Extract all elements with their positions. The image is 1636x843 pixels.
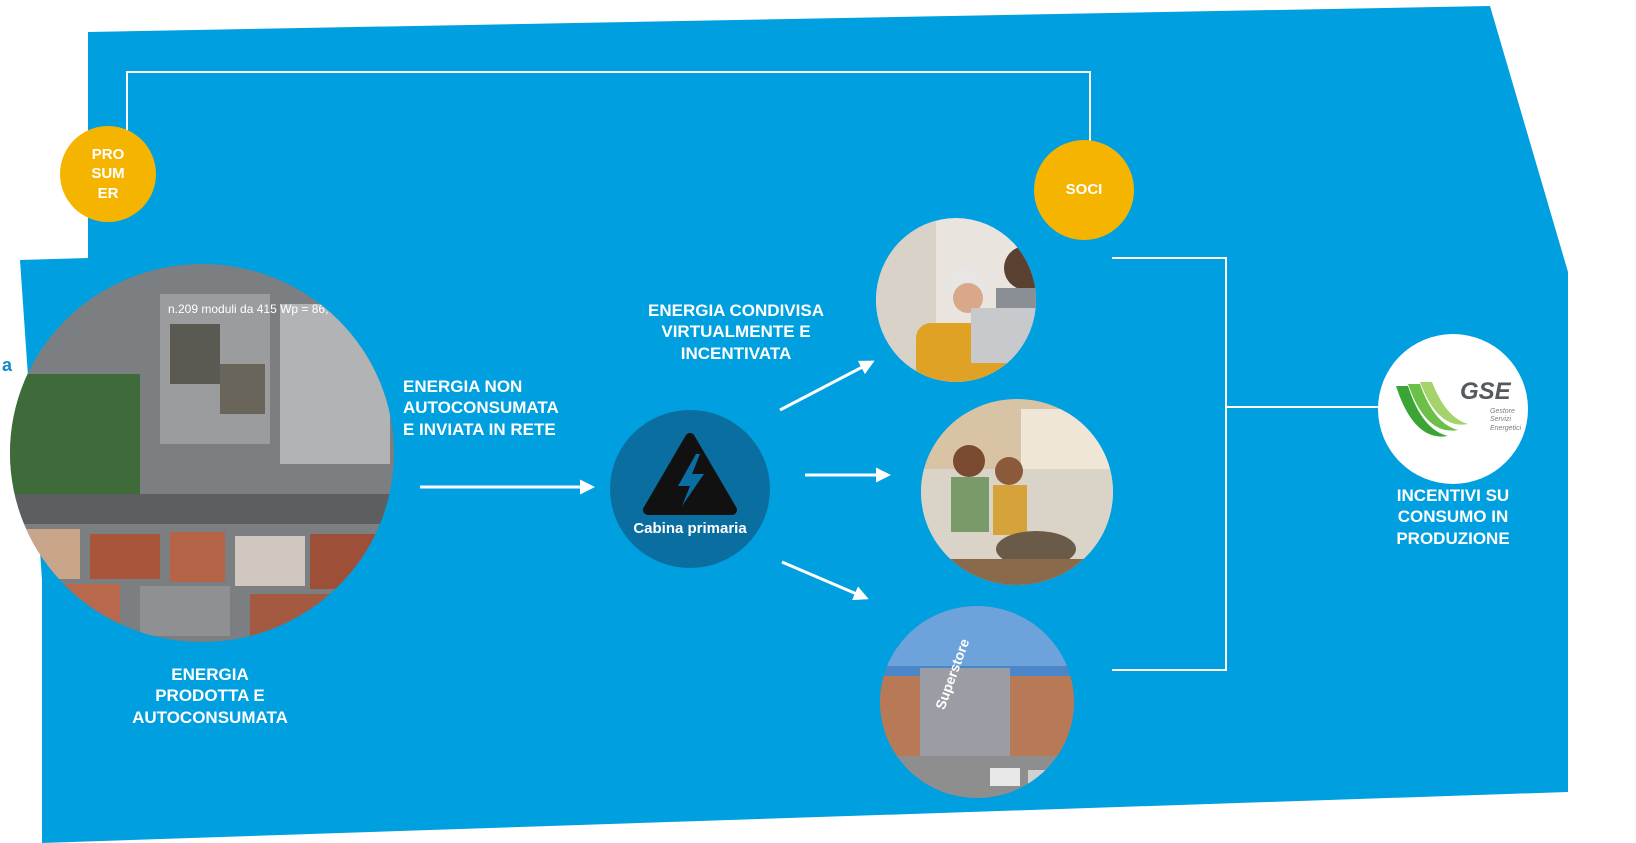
aerial-map-photo: n.209 moduli da 415 Wp = 86,735: [10, 264, 394, 642]
soci-badge: SOCI: [1034, 140, 1134, 240]
stray-text: a: [2, 355, 13, 375]
gse-logo-subtext: Gestore Servizi Energetici: [1490, 408, 1522, 432]
gse-caption: INCENTIVI SU CONSUMO IN PRODUZIONE: [1396, 486, 1510, 548]
cabina-primaria-label: Cabina primaria: [633, 520, 747, 537]
energia-non-autoconsumata-label: ENERGIA NON AUTOCONSUMATA E INVIATA IN R…: [403, 377, 559, 439]
high-voltage-warning-icon: [643, 433, 737, 515]
source-caption: ENERGIA PRODOTTA E AUTOCONSUMATA: [132, 665, 288, 727]
gse-swoosh-icon: [1396, 382, 1468, 437]
prosumer-badge: PRO SUM ER: [60, 126, 156, 222]
consumers-bracket: [1112, 257, 1227, 671]
energia-condivisa-label: ENERGIA CONDIVISA VIRTUALMENTE E INCENTI…: [647, 301, 824, 363]
map-caption: n.209 moduli da 415 Wp = 86,735: [168, 302, 349, 316]
prosumer-soci-connector: [126, 71, 1091, 152]
gse-logo-text: GSE: [1460, 378, 1511, 405]
arrow-station-to-superstore: [781, 560, 869, 601]
arrow-station-to-family: [779, 360, 875, 412]
superstore-photo: Superstore: [880, 606, 1074, 798]
gse-logo: GSE Gestore Servizi Energetici: [1378, 334, 1528, 484]
cabina-primaria-node: Cabina primaria: [610, 410, 770, 568]
blue-panel: [20, 6, 1568, 843]
children-sofa-photo: [921, 399, 1113, 585]
family-laptop-photo: [876, 218, 1036, 382]
